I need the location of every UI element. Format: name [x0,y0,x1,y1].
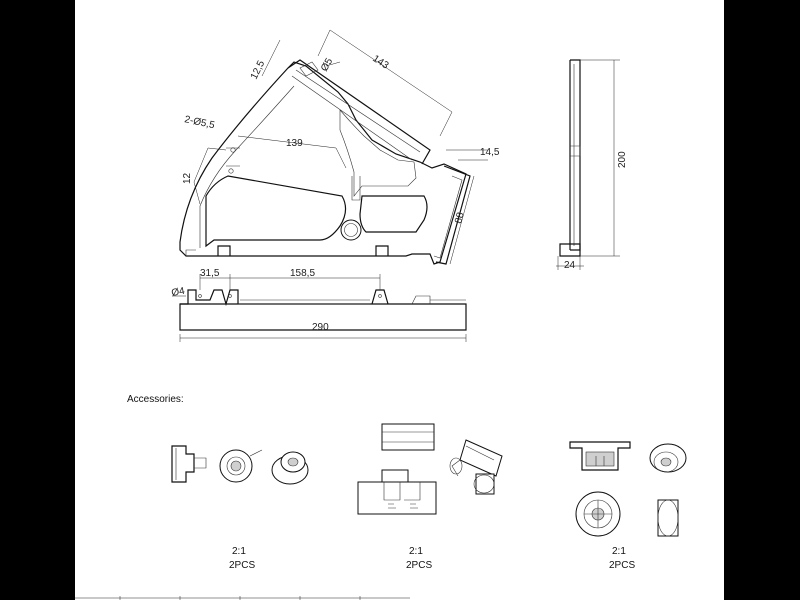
dim-31-5: 31,5 [200,268,220,279]
drawing-sheet: 12,5 143 Ø5 2-Ø5,5 139 14,5 12 88 200 24… [75,0,724,600]
accessory-2-qty: 2PCS [406,560,432,571]
accessory-1-qty: 2PCS [229,560,255,571]
dim-14-5: 14,5 [480,147,500,158]
dim-290: 290 [312,322,329,333]
accessory-3-iso-side [657,499,679,537]
dim-12-5: 12,5 [249,59,268,82]
accessory-3-qty: 2PCS [609,560,635,571]
bottom-view: Ø4 31,5 158,5 290 [171,268,467,342]
accessory-1-scale: 2:1 [232,546,246,557]
accessory-2-iso-bottom [473,473,495,495]
dim-phi5: Ø5 [319,56,335,73]
accessory-2-scale: 2:1 [409,546,423,557]
dim-88: 88 [453,211,466,225]
accessory-1-iso [271,451,309,485]
dim-2-phi5-5: 2-Ø5,5 [183,114,216,131]
title-block-edge [75,596,410,600]
accessory-3-scale: 2:1 [612,546,626,557]
accessory-2-iso-top [449,439,503,477]
technical-drawing: 12,5 143 Ø5 2-Ø5,5 139 14,5 12 88 200 24… [75,29,687,600]
accessory-group-1: 2:1 2PCS [171,445,309,571]
accessory-3-iso [649,443,687,473]
dim-158-5: 158,5 [290,268,315,279]
accessories-title: Accessories: [127,394,184,405]
dim-200: 200 [617,151,628,168]
right-side-view: 200 24 [556,59,628,271]
accessory-group-3: 2:1 2PCS [569,441,687,571]
dim-24: 24 [564,260,576,271]
dim-12: 12 [182,172,193,184]
dim-139: 139 [286,138,303,149]
dim-phi4: Ø4 [171,286,186,299]
main-side-view [179,59,471,265]
accessory-group-2: 2:1 2PCS [357,423,503,571]
